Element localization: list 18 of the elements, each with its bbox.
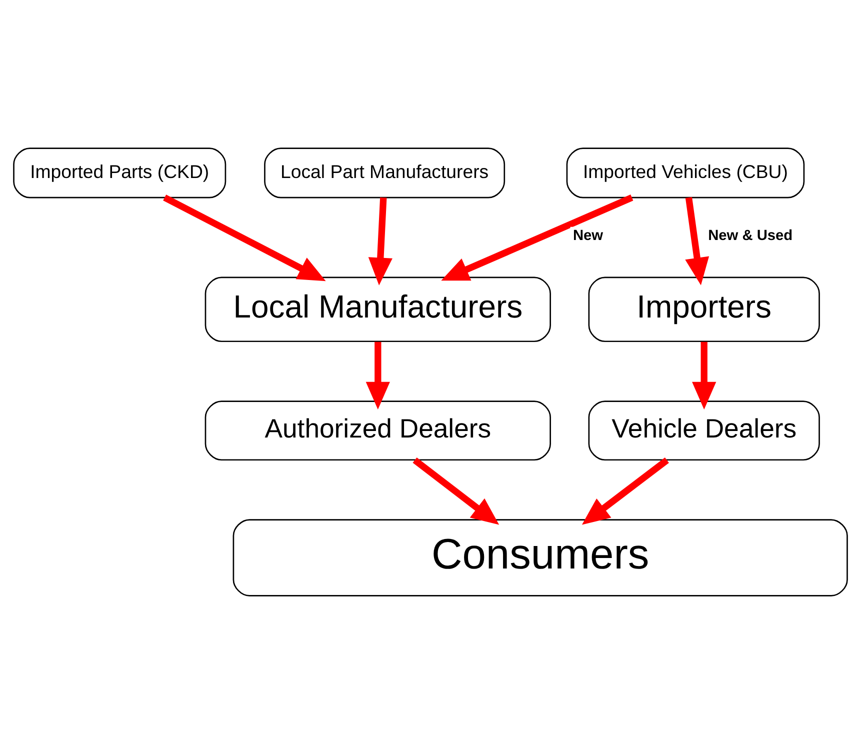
node-box: Local Part Manufacturers bbox=[264, 147, 506, 198]
arrow bbox=[692, 341, 716, 409]
arrow bbox=[366, 341, 390, 409]
node-box: Consumers bbox=[232, 518, 848, 596]
node-box: Local Manufacturers bbox=[204, 276, 551, 342]
node-box: Imported Parts (CKD) bbox=[13, 147, 226, 198]
arrow bbox=[685, 196, 710, 285]
arrow bbox=[163, 194, 326, 281]
arrow bbox=[368, 196, 392, 285]
arrow bbox=[582, 457, 669, 524]
edge-label: New bbox=[572, 227, 604, 244]
node-box: Authorized Dealers bbox=[204, 400, 551, 460]
node-box: Importers bbox=[588, 276, 820, 342]
node-box: Vehicle Dealers bbox=[588, 400, 820, 460]
arrow bbox=[441, 194, 634, 280]
node-box: Imported Vehicles (CBU) bbox=[566, 147, 805, 198]
edge-label: New & Used bbox=[708, 227, 793, 244]
arrow bbox=[412, 457, 500, 524]
